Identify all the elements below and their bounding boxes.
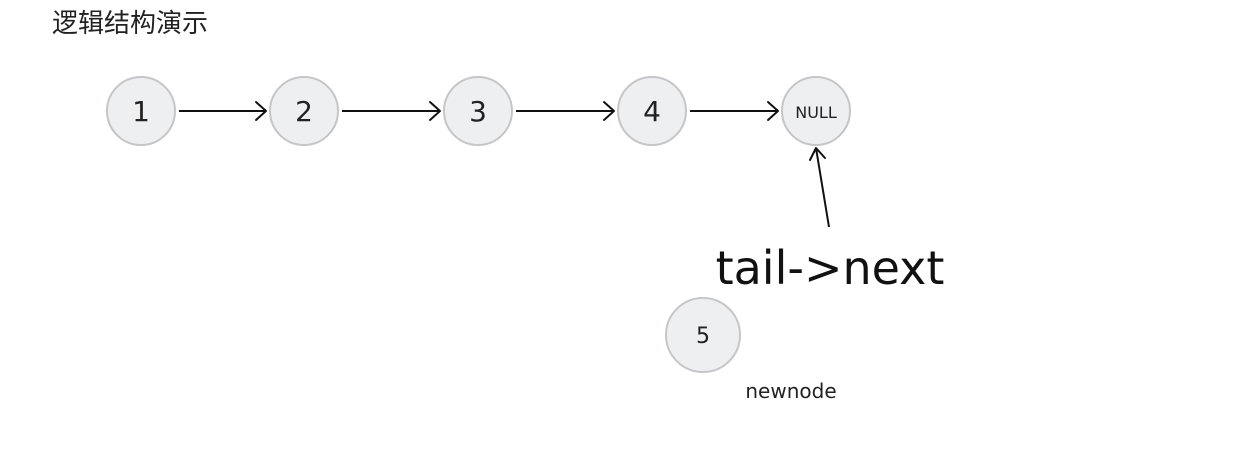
- diagram-title: 逻辑结构演示: [52, 9, 209, 39]
- node-5-label: 5: [696, 324, 710, 349]
- node-4-label: 4: [643, 95, 661, 128]
- node-null-label: NULL: [795, 103, 837, 122]
- arrow-4-to-null: [690, 101, 779, 121]
- node-null: NULL: [781, 76, 851, 146]
- node-4: 4: [617, 76, 687, 146]
- node-5: 5: [665, 297, 741, 373]
- node-3-label: 3: [469, 95, 487, 128]
- arrow-tail-next-to-null: [809, 147, 830, 228]
- node-2-label: 2: [295, 95, 313, 128]
- node-1: 1: [106, 76, 176, 146]
- node-2: 2: [269, 76, 339, 146]
- tail-next-label: tail->next: [716, 241, 945, 295]
- node-3: 3: [443, 76, 513, 146]
- arrow-2-to-3: [342, 101, 441, 121]
- newnode-label: newnode: [745, 379, 836, 403]
- arrow-3-to-4: [516, 101, 615, 121]
- node-1-label: 1: [132, 95, 150, 128]
- arrow-1-to-2: [179, 101, 267, 121]
